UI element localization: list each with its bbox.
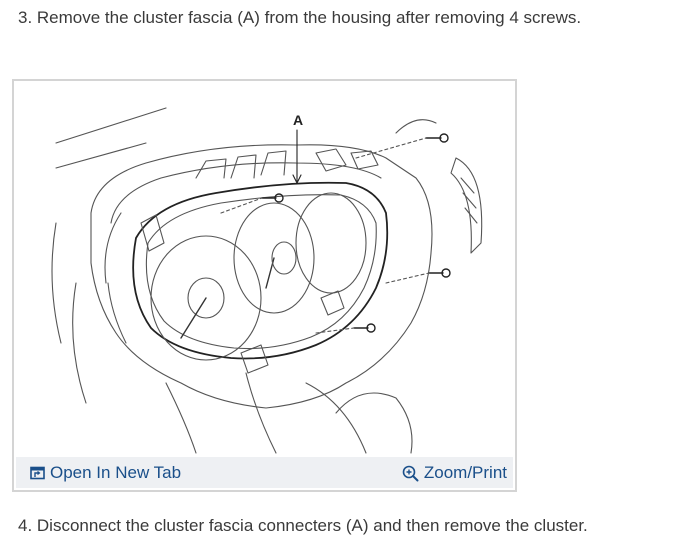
figure-container: A Open In New Tab Zoom/Pr bbox=[12, 79, 517, 492]
open-new-tab-icon bbox=[30, 466, 45, 480]
callout-label-a: A bbox=[293, 112, 304, 128]
figure-toolbar: Open In New Tab Zoom/Print bbox=[16, 457, 513, 488]
open-in-new-tab-label: Open In New Tab bbox=[50, 463, 182, 482]
zoom-print-label: Zoom/Print bbox=[423, 463, 507, 482]
open-in-new-tab-link[interactable]: Open In New Tab bbox=[30, 463, 181, 483]
zoom-print-link[interactable]: Zoom/Print bbox=[402, 463, 507, 483]
zoom-in-icon bbox=[402, 465, 419, 482]
cluster-fascia-illustration[interactable]: A bbox=[16, 83, 513, 455]
step-4-text: 4. Disconnect the cluster fascia connect… bbox=[18, 516, 588, 535]
step-3-text: 3. Remove the cluster fascia (A) from th… bbox=[18, 8, 582, 27]
